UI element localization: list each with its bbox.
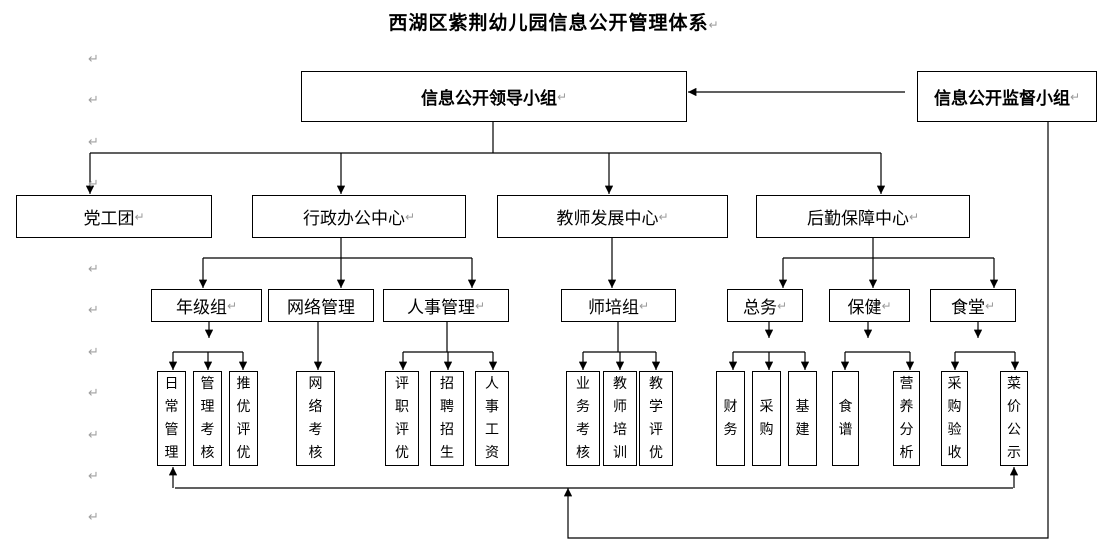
gutter-paragraph-mark: ↵ — [88, 303, 99, 318]
leaf-label: 采购 — [759, 398, 774, 438]
leaf-label: 教师培训 — [613, 375, 627, 461]
gutter-paragraph-mark: ↵ — [88, 345, 99, 360]
leaf-business-assessment: 业务考核 — [566, 371, 600, 466]
node-leadership-group: 信息公开领导小组↵ — [301, 71, 687, 122]
leaf-food-price-notice: 菜价公示 — [1000, 371, 1028, 466]
leaf-title-evaluation: 评职评优 — [385, 371, 419, 466]
node-label: 信息公开监督小组 — [933, 89, 1070, 109]
paragraph-mark: ↵ — [1069, 89, 1081, 104]
node-canteen: 食堂↵ — [930, 289, 1016, 322]
node-label: 网络管理 — [287, 298, 355, 318]
node-label: 行政办公中心 — [302, 209, 405, 229]
diagram-title-text: 西湖区紫荆幼儿园信息公开管理体系 — [388, 12, 709, 34]
node-label: 食堂 — [950, 298, 985, 318]
leaf-recruitment-enrollment: 招聘招生 — [430, 371, 464, 466]
node-label: 党工团 — [83, 209, 135, 229]
paragraph-mark: ↵ — [134, 209, 145, 224]
gutter-paragraph-mark: ↵ — [88, 386, 99, 401]
paragraph-mark: ↵ — [474, 298, 486, 313]
node-teacher-training-group: 师培组↵ — [561, 289, 676, 322]
leaf-management-assessment: 管理考核 — [193, 371, 222, 466]
paragraph-mark: ↵ — [708, 18, 720, 32]
leaf-label: 采购验收 — [947, 375, 962, 461]
leaf-teacher-training: 教师培训 — [603, 371, 637, 466]
paragraph-mark: ↵ — [226, 298, 238, 313]
gutter-paragraph-mark: ↵ — [88, 135, 99, 150]
node-label: 保健 — [847, 298, 882, 318]
leaf-label: 招聘招生 — [440, 375, 454, 461]
node-label: 师培组 — [587, 298, 639, 318]
leaf-finance: 财务 — [716, 371, 745, 466]
leaf-recipes: 食谱 — [832, 371, 859, 466]
leaf-nutrition-analysis: 营养分析 — [893, 371, 920, 466]
gutter-paragraph-mark: ↵ — [88, 177, 99, 192]
leaf-label: 营养分析 — [899, 375, 914, 461]
paragraph-mark: ↵ — [908, 209, 920, 224]
leaf-label: 食谱 — [838, 398, 853, 438]
node-network-management: 网络管理 — [268, 289, 374, 322]
leaf-infrastructure: 基建 — [788, 371, 817, 466]
leaf-label: 教学评优 — [649, 375, 663, 461]
node-label: 信息公开领导小组 — [420, 89, 557, 109]
leaf-label: 业务考核 — [576, 375, 590, 461]
paragraph-mark: ↵ — [984, 298, 996, 313]
leaf-purchase-acceptance: 采购验收 — [941, 371, 968, 466]
gutter-paragraph-mark: ↵ — [88, 93, 99, 108]
gutter-paragraph-mark: ↵ — [88, 510, 99, 525]
node-health-care: 保健↵ — [829, 289, 910, 322]
node-label: 年级组 — [175, 298, 227, 318]
leaf-procurement: 采购 — [752, 371, 781, 466]
gutter-paragraph-mark: ↵ — [88, 52, 99, 67]
leaf-label: 推优评优 — [236, 375, 251, 461]
paragraph-mark: ↵ — [638, 298, 650, 313]
node-teacher-development: 教师发展中心↵ — [497, 195, 728, 238]
node-grade-group: 年级组↵ — [151, 289, 262, 322]
leaf-label: 日常管理 — [164, 375, 179, 461]
node-label: 总务 — [742, 298, 777, 318]
paragraph-mark: ↵ — [776, 298, 788, 313]
leaf-teaching-evaluation: 教学评优 — [639, 371, 673, 466]
leaf-personnel-wages: 人事工资 — [475, 371, 509, 466]
gutter-paragraph-mark: ↵ — [88, 428, 99, 443]
leaf-network-assessment: 网络考核 — [296, 371, 335, 466]
paragraph-mark: ↵ — [658, 209, 669, 224]
diagram-title: 西湖区紫荆幼儿园信息公开管理体系↵ — [0, 8, 1108, 35]
leaf-daily-management: 日常管理 — [157, 371, 186, 466]
leaf-excellence-selection: 推优评优 — [229, 371, 258, 466]
node-party-union: 党工团↵ — [16, 195, 212, 238]
leaf-label: 人事工资 — [485, 375, 499, 461]
node-hr-management: 人事管理↵ — [383, 289, 509, 322]
leaf-label: 基建 — [795, 398, 810, 438]
leaf-label: 菜价公示 — [1007, 375, 1021, 461]
node-label: 教师发展中心 — [556, 209, 659, 229]
node-logistics-center: 后勤保障中心↵ — [756, 195, 970, 238]
gutter-paragraph-mark: ↵ — [88, 262, 99, 277]
paragraph-mark: ↵ — [404, 209, 416, 224]
node-label: 后勤保障中心 — [806, 209, 909, 229]
leaf-label: 财务 — [723, 398, 738, 438]
node-admin-center: 行政办公中心↵ — [252, 195, 466, 238]
node-label: 人事管理 — [406, 298, 475, 318]
leaf-label: 网络考核 — [308, 375, 323, 461]
node-general-affairs: 总务↵ — [727, 289, 803, 322]
leaf-label: 管理考核 — [200, 375, 215, 461]
node-supervision-group: 信息公开监督小组↵ — [917, 71, 1097, 122]
leaf-label: 评职评优 — [395, 375, 409, 461]
paragraph-mark: ↵ — [881, 298, 892, 313]
gutter-paragraph-mark: ↵ — [88, 469, 99, 484]
paragraph-mark: ↵ — [556, 89, 568, 104]
